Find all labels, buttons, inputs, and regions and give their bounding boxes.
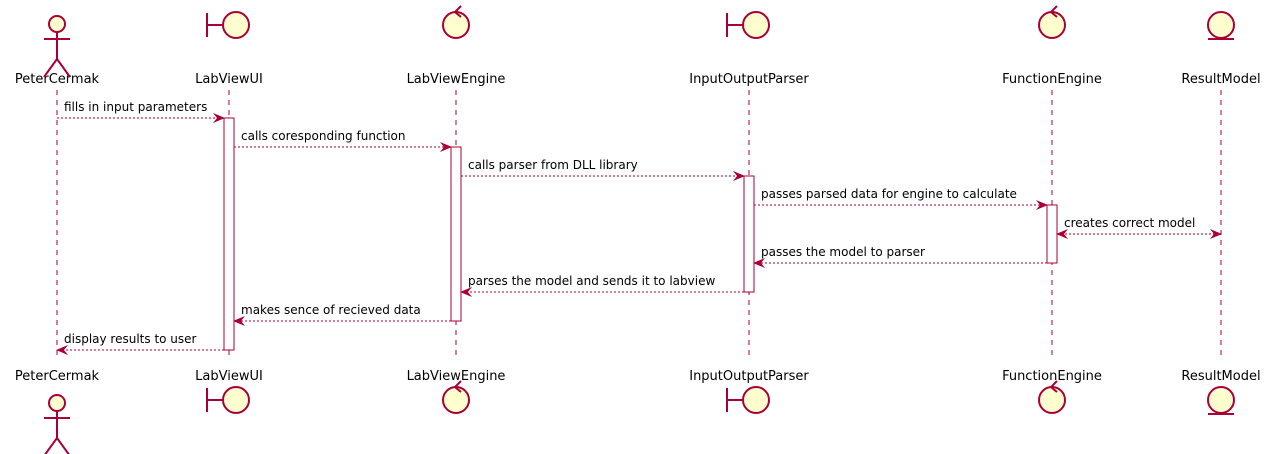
message-label: parses the model and sends it to labview — [468, 274, 715, 288]
boundary-icon — [726, 386, 770, 414]
participant-name: InputOutputParser — [689, 72, 809, 87]
boundary-icon — [206, 386, 250, 414]
message-label: fills in input parameters — [64, 100, 207, 114]
participant-result-model-bottom: ResultModel — [1181, 369, 1261, 415]
message-7: parses the model and sends it to labview — [460, 274, 744, 297]
participant-name: LabViewEngine — [407, 72, 506, 87]
message-3: calls parser from DLL library — [461, 158, 745, 181]
participant-lab-view-engine-bottom: LabViewEngine — [407, 369, 506, 414]
actor-icon — [43, 15, 71, 78]
message-label: display results to user — [64, 332, 197, 346]
message-1: fills in input parameters — [57, 100, 225, 123]
message-label: passes parsed data for engine to calcula… — [761, 187, 1017, 201]
entity-icon — [1207, 386, 1235, 415]
message-label: makes sence of recieved data — [241, 303, 421, 317]
message-4: passes parsed data for engine to calcula… — [754, 187, 1048, 210]
participant-result-model-top: ResultModel — [1181, 11, 1261, 87]
participant-peter-cermak-bottom: PeterCermak — [15, 369, 100, 454]
participant-input-output-parser-top: InputOutputParser — [689, 11, 809, 87]
entity-icon — [1207, 11, 1235, 40]
participant-name: LabViewEngine — [407, 369, 506, 384]
message-label: calls coresponding function — [241, 129, 406, 143]
control-icon — [1038, 380, 1066, 414]
message-6: passes the model to parser — [753, 245, 1047, 268]
message-8: makes sence of recieved data — [233, 303, 451, 326]
participant-name: FunctionEngine — [1002, 72, 1102, 87]
participant-input-output-parser-bottom: InputOutputParser — [689, 369, 809, 414]
participant-lab-view-ui-bottom: LabViewUI — [195, 369, 263, 414]
activation-bar-lab-view-ui — [223, 117, 235, 351]
participant-name: LabViewUI — [195, 72, 263, 87]
boundary-icon — [726, 11, 770, 39]
actor-icon — [44, 394, 70, 454]
participant-lab-view-engine-top: LabViewEngine — [407, 5, 506, 87]
participant-name: PeterCermak — [15, 369, 100, 384]
activation-bar-input-output-parser — [743, 175, 755, 293]
participant-name: PeterCermak — [15, 72, 100, 87]
control-icon — [442, 380, 470, 414]
message-2: calls coresponding function — [234, 129, 452, 152]
participant-name: ResultModel — [1181, 369, 1260, 384]
message-9: display results to user — [56, 332, 224, 355]
participant-name: ResultModel — [1181, 72, 1260, 87]
participant-name: InputOutputParser — [689, 369, 809, 384]
participant-name: LabViewUI — [195, 369, 263, 384]
participant-peter-cermak-top: PeterCermak — [15, 15, 100, 87]
control-icon — [1038, 5, 1066, 39]
control-icon — [442, 5, 470, 39]
message-label: calls parser from DLL library — [468, 158, 638, 172]
activation-bar-function-engine — [1046, 204, 1058, 264]
participant-name: FunctionEngine — [1002, 369, 1102, 384]
message-label: passes the model to parser — [761, 245, 925, 259]
participant-lab-view-ui-top: LabViewUI — [195, 11, 263, 87]
boundary-icon — [206, 11, 250, 39]
message-label: creates correct model — [1064, 216, 1195, 230]
activation-bar-lab-view-engine — [450, 146, 462, 322]
participant-function-engine-top: FunctionEngine — [1002, 5, 1102, 87]
participant-function-engine-bottom: FunctionEngine — [1002, 369, 1102, 414]
message-5: creates correct model — [1056, 216, 1222, 239]
